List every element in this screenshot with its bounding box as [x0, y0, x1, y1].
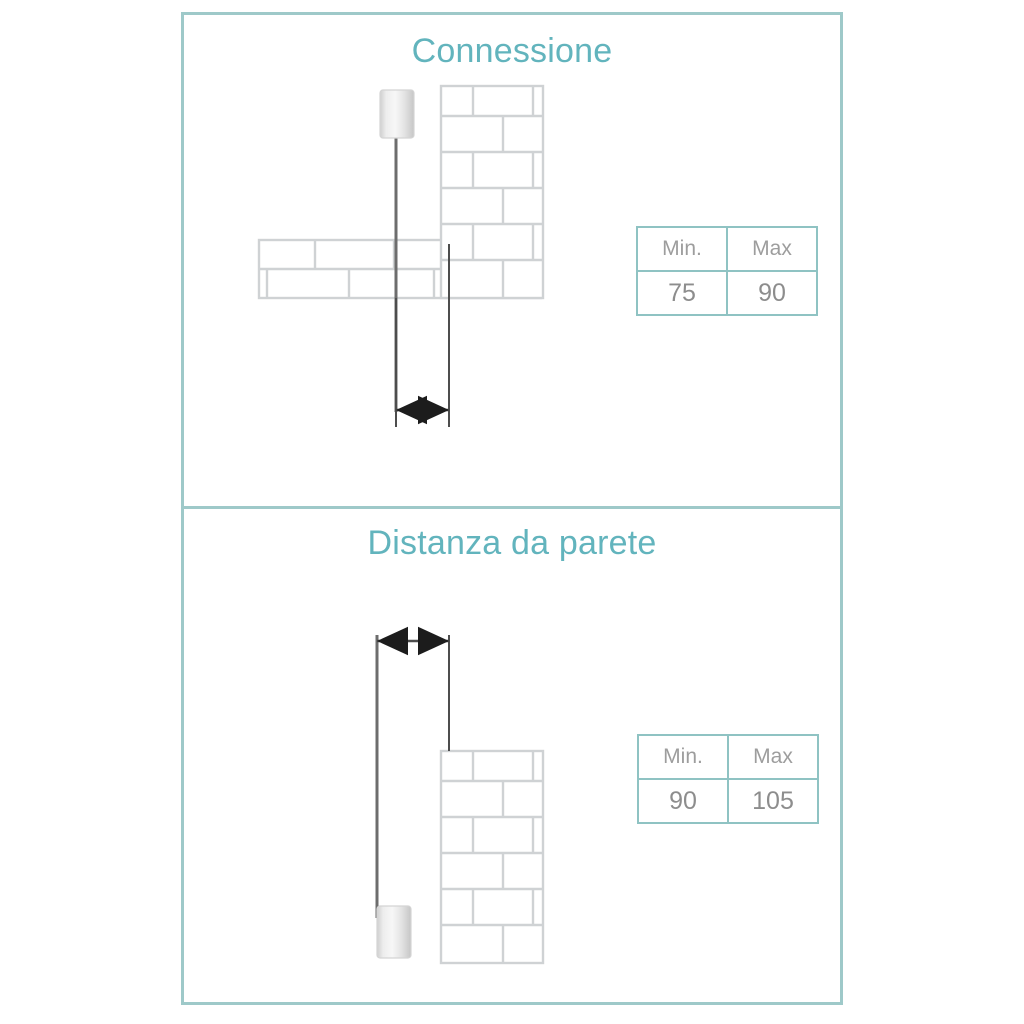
- diagram-connessione: [257, 84, 545, 427]
- panel-divider: [181, 506, 843, 509]
- panel-distanza: Distanza da parete: [181, 506, 843, 1005]
- value-max: 105: [727, 778, 819, 824]
- vertical-brick-wall: [439, 749, 545, 965]
- vertical-brick-wall: [439, 84, 545, 300]
- header-max: Max: [727, 734, 819, 780]
- value-min: 90: [637, 778, 729, 824]
- panel-title-connessione: Connessione: [411, 32, 613, 70]
- panel-connessione: Connessione: [181, 12, 843, 506]
- cylinder-fitting-top: [379, 89, 415, 139]
- panel-title-distanza: Distanza da parete: [367, 524, 657, 562]
- header-min: Min.: [637, 734, 729, 780]
- header-min: Min.: [636, 226, 728, 272]
- measurement-table-connessione: Min. Max 75 90: [636, 226, 818, 316]
- table-value-row: 75 90: [636, 270, 818, 316]
- table-value-row: 90 105: [637, 778, 819, 824]
- value-min: 75: [636, 270, 728, 316]
- diagram-distanza: [375, 626, 545, 965]
- header-max: Max: [726, 226, 818, 272]
- table-header-row: Min. Max: [637, 734, 819, 780]
- value-max: 90: [726, 270, 818, 316]
- table-header-row: Min. Max: [636, 226, 818, 272]
- measurement-table-distanza: Min. Max 90 105: [637, 734, 819, 824]
- cylinder-fitting-bottom: [376, 905, 412, 959]
